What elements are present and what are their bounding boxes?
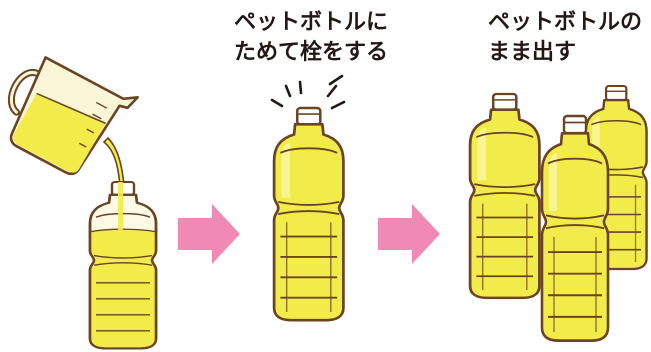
pitcher-icon <box>7 56 139 176</box>
pour-stream <box>102 136 125 187</box>
step2-label-line1: ペットボトルに <box>234 10 389 35</box>
arrow-right-icon <box>178 204 240 264</box>
sparkle-icon <box>270 74 346 110</box>
step3-label: ペットボトルの まま出す <box>488 8 642 68</box>
step2-label-line2: ためて栓をする <box>234 40 389 65</box>
bottle-icon <box>540 114 610 343</box>
step2-label: ペットボトルに ためて栓をする <box>234 8 388 68</box>
bottle-icon <box>272 106 345 322</box>
step3-label-line1: ペットボトルの <box>488 10 643 35</box>
bottle-icon <box>468 92 541 300</box>
bottle-icon <box>88 181 158 350</box>
step3-label-line2: まま出す <box>488 40 577 65</box>
arrow-right-icon <box>378 204 440 264</box>
step2-group <box>270 74 346 322</box>
step1-group <box>7 56 158 350</box>
step3-group <box>468 84 648 343</box>
